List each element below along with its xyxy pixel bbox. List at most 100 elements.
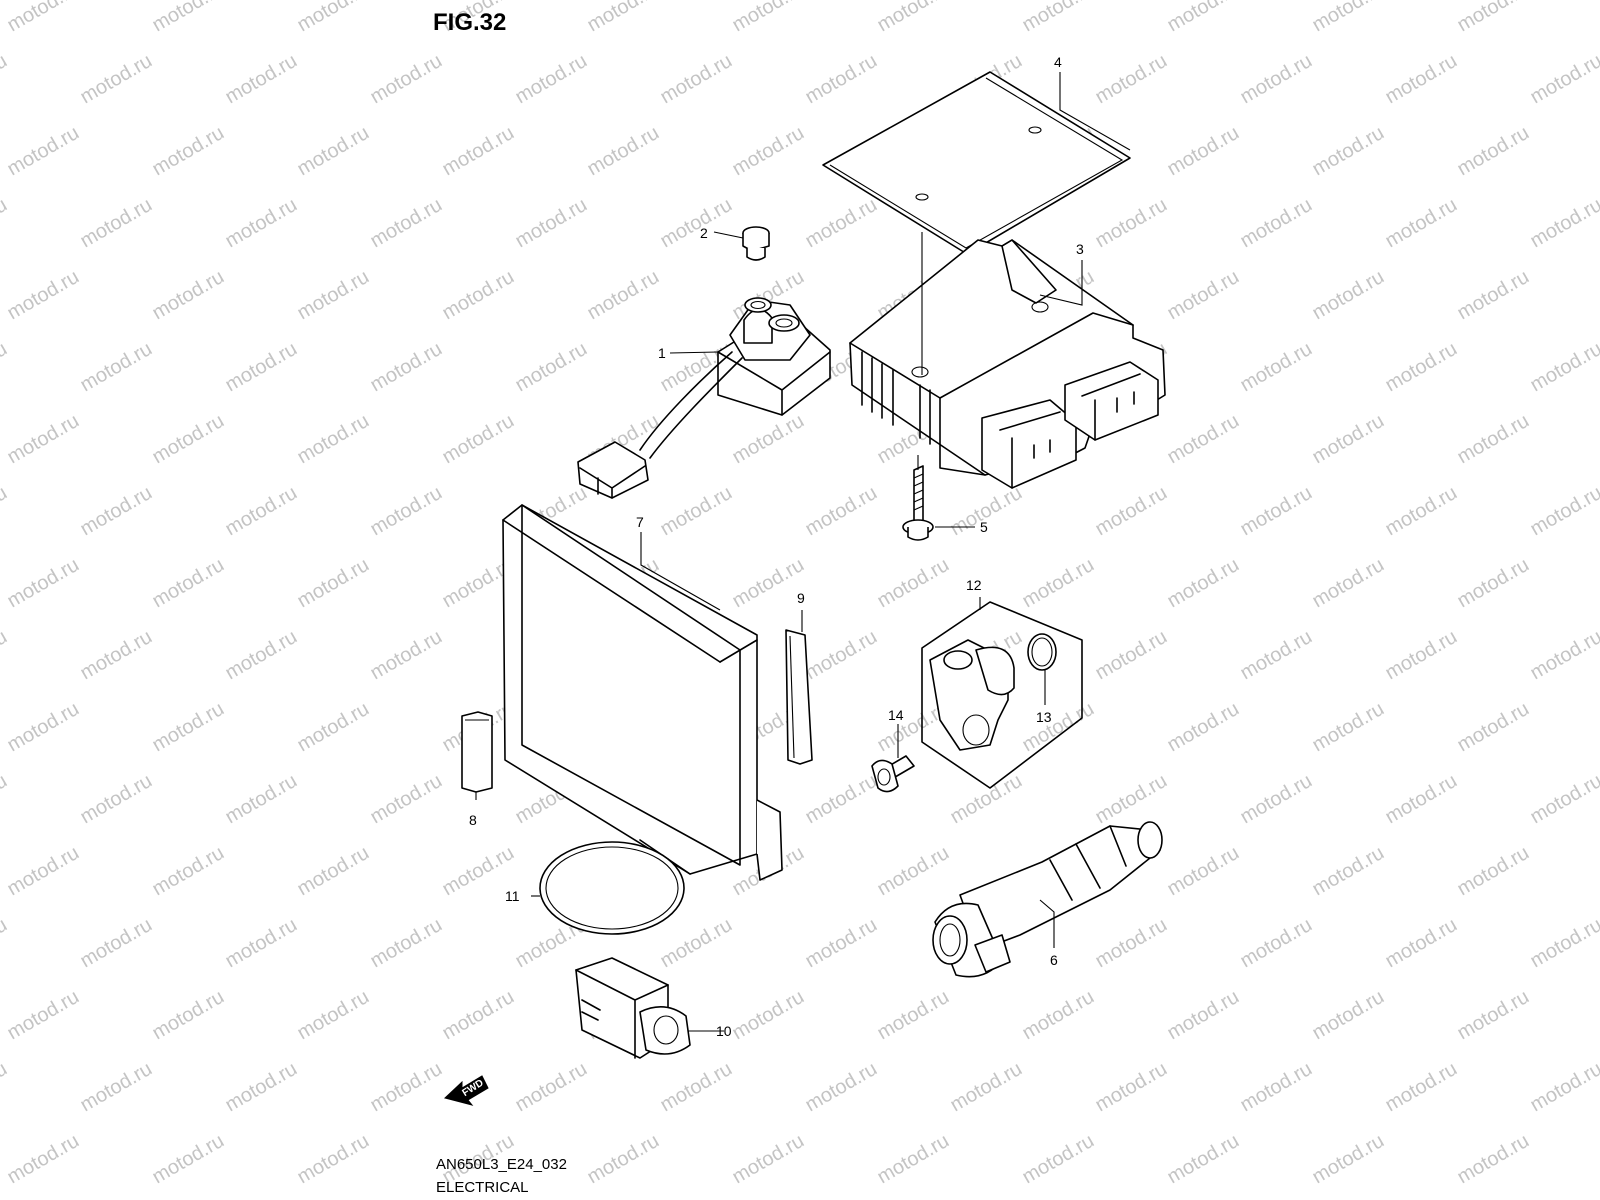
watermark-text: motod.ru bbox=[1019, 1130, 1098, 1189]
watermark-text: motod.ru bbox=[1382, 914, 1461, 973]
watermark-text: motod.ru bbox=[729, 986, 808, 1045]
watermark-text: motod.ru bbox=[1527, 50, 1600, 109]
watermark-text: motod.ru bbox=[874, 554, 953, 613]
part-label-14: 14 bbox=[888, 707, 904, 723]
watermark-text: motod.ru bbox=[1382, 482, 1461, 541]
part-6-coil bbox=[932, 821, 1163, 978]
watermark-text: motod.ru bbox=[1164, 266, 1243, 325]
watermark-text: motod.ru bbox=[729, 122, 808, 181]
watermark-text: motod.ru bbox=[802, 626, 881, 685]
part-label-3: 3 bbox=[1076, 241, 1084, 257]
sensor-group-box bbox=[921, 601, 1083, 789]
part-12-sensor bbox=[929, 639, 1015, 751]
watermark-text: motod.ru bbox=[4, 122, 83, 181]
part-13-oring bbox=[1027, 633, 1057, 671]
watermark-text: motod.ru bbox=[1382, 50, 1461, 109]
watermark-text: motod.ru bbox=[802, 194, 881, 253]
watermark-text: motod.ru bbox=[729, 1130, 808, 1189]
watermark-text: motod.ru bbox=[512, 194, 591, 253]
watermark-text: motod.ru bbox=[149, 698, 228, 757]
watermark-text: motod.ru bbox=[1164, 986, 1243, 1045]
watermark-text: motod.ru bbox=[1454, 554, 1533, 613]
watermark-text: motod.ru bbox=[657, 914, 736, 973]
part-label-12: 12 bbox=[966, 577, 982, 593]
watermark-text: motod.ru bbox=[294, 122, 373, 181]
watermark-text: motod.ru bbox=[1092, 194, 1171, 253]
watermark-text: motod.ru bbox=[657, 482, 736, 541]
watermark-text: motod.ru bbox=[1527, 482, 1600, 541]
watermark-text: motod.ru bbox=[802, 50, 881, 109]
watermark-text: motod.ru bbox=[222, 194, 301, 253]
watermark-text: motod.ru bbox=[1092, 914, 1171, 973]
watermark-text: motod.ru bbox=[729, 410, 808, 469]
watermark-text: motod.ru bbox=[729, 554, 808, 613]
watermark-text: motod.ru bbox=[1309, 842, 1388, 901]
watermark-text: motod.ru bbox=[1527, 914, 1600, 973]
watermark-text: motod.ru bbox=[294, 986, 373, 1045]
watermark-text: motod.ru bbox=[222, 770, 301, 829]
watermark-text: motod.ru bbox=[1164, 842, 1243, 901]
watermark-text: motod.ru bbox=[1309, 410, 1388, 469]
watermark-text: motod.ru bbox=[1599, 0, 1600, 36]
watermark-text: motod.ru bbox=[1237, 194, 1316, 253]
watermark-text: motod.ru bbox=[439, 986, 518, 1045]
watermark-text: motod.ru bbox=[1382, 626, 1461, 685]
watermark-text: motod.ru bbox=[77, 626, 156, 685]
part-label-6: 6 bbox=[1050, 952, 1058, 968]
watermark-text: motod.ru bbox=[1527, 194, 1600, 253]
watermark-text: motod.ru bbox=[77, 770, 156, 829]
watermark-text: motod.ru bbox=[1019, 698, 1098, 757]
watermark-text: motod.ru bbox=[1309, 1130, 1388, 1189]
watermark-text: motod.ru bbox=[584, 122, 663, 181]
watermark-text: motod.ru bbox=[4, 698, 83, 757]
watermark-text: motod.ru bbox=[1237, 1058, 1316, 1117]
watermark-text: motod.ru bbox=[1237, 914, 1316, 973]
part-8-pad bbox=[461, 711, 493, 793]
part-label-9: 9 bbox=[797, 590, 805, 606]
watermark-text: motod.ru bbox=[0, 770, 11, 829]
watermark-text: motod.ru bbox=[77, 338, 156, 397]
watermark-text: motod.ru bbox=[1164, 0, 1243, 36]
part-11-band bbox=[539, 841, 685, 935]
watermark-text: motod.ru bbox=[584, 266, 663, 325]
watermark-text: motod.ru bbox=[1237, 482, 1316, 541]
watermark-text: motod.ru bbox=[1454, 410, 1533, 469]
watermark-text: motod.ru bbox=[1527, 626, 1600, 685]
watermark-text: motod.ru bbox=[1237, 338, 1316, 397]
watermark-text: motod.ru bbox=[77, 1058, 156, 1117]
watermark-text: motod.ru bbox=[367, 914, 446, 973]
watermark-text: motod.ru bbox=[802, 482, 881, 541]
watermark-text: motod.ru bbox=[1164, 698, 1243, 757]
watermark-text: motod.ru bbox=[294, 266, 373, 325]
watermark-text: motod.ru bbox=[367, 770, 446, 829]
watermark-text: motod.ru bbox=[149, 0, 228, 36]
watermark-text: motod.ru bbox=[149, 986, 228, 1045]
watermark-text: motod.ru bbox=[0, 338, 11, 397]
watermark-text: motod.ru bbox=[657, 1058, 736, 1117]
watermark-text: motod.ru bbox=[1527, 770, 1600, 829]
watermark-text: motod.ru bbox=[1019, 986, 1098, 1045]
watermark-text: motod.ru bbox=[1309, 122, 1388, 181]
watermark-text: motod.ru bbox=[657, 50, 736, 109]
watermark-text: motod.ru bbox=[947, 770, 1026, 829]
watermark-text: motod.ru bbox=[802, 770, 881, 829]
part-label-10: 10 bbox=[716, 1023, 732, 1039]
watermark-text: motod.ru bbox=[4, 410, 83, 469]
watermark-text: motod.ru bbox=[294, 842, 373, 901]
part-4-cover-plate bbox=[822, 71, 1131, 255]
watermark-text: motod.ru bbox=[1237, 770, 1316, 829]
watermark-text: motod.ru bbox=[4, 1130, 83, 1189]
watermark-text: motod.ru bbox=[149, 410, 228, 469]
leader-lines bbox=[475, 72, 1131, 1032]
watermark-text: motod.ru bbox=[874, 986, 953, 1045]
watermark-text: motod.ru bbox=[222, 50, 301, 109]
watermark-text: motod.ru bbox=[149, 266, 228, 325]
part-label-7: 7 bbox=[636, 514, 644, 530]
watermark-text: motod.ru bbox=[0, 626, 11, 685]
watermark-text: motod.ru bbox=[367, 50, 446, 109]
watermark-text: motod.ru bbox=[294, 554, 373, 613]
part-2-bolt bbox=[742, 226, 770, 261]
part-1-relay bbox=[577, 297, 831, 499]
watermark-text: motod.ru bbox=[222, 338, 301, 397]
watermark-text: motod.ru bbox=[1527, 1058, 1600, 1117]
